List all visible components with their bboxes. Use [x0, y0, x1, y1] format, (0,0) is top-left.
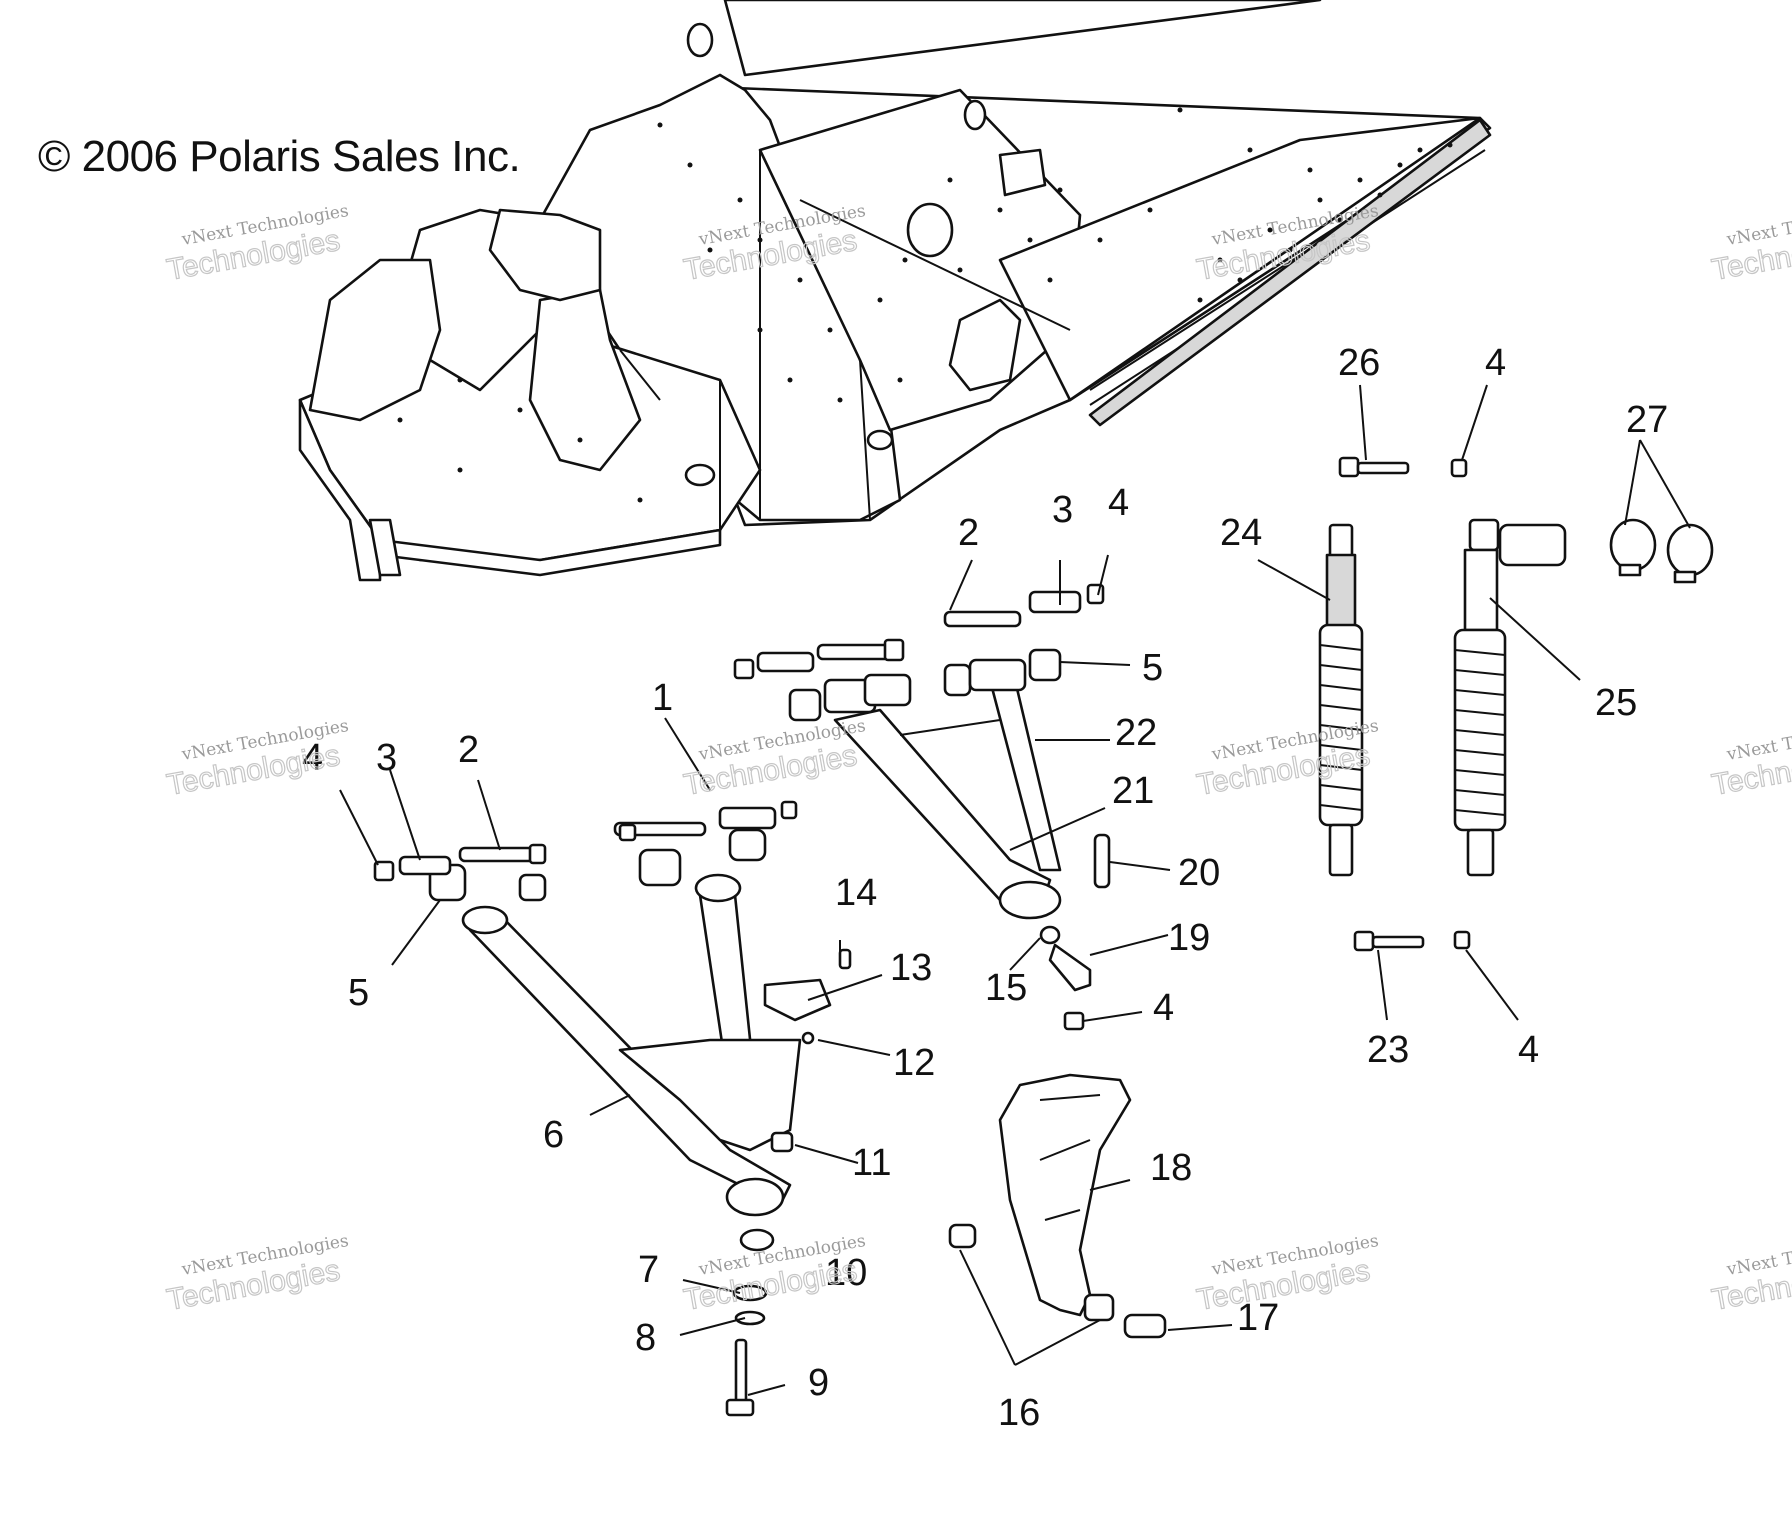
callout-27: 27	[1626, 399, 1668, 441]
callout-4-top-right: 4	[1485, 342, 1506, 384]
callout-6: 6	[543, 1114, 564, 1156]
shock-absorber-25	[1453, 518, 1567, 877]
upper-a-arm-22	[733, 583, 1105, 920]
callout-4-right: 4	[1108, 482, 1129, 524]
callout-4-bottom-right: 4	[1518, 1029, 1539, 1071]
callout-3-right: 3	[1052, 489, 1073, 531]
callout-16: 16	[998, 1392, 1040, 1434]
callout-5-right: 5	[1142, 647, 1163, 689]
bolts-and-nuts	[725, 456, 1471, 1417]
callout-10: 10	[825, 1252, 867, 1294]
callout-11: 11	[852, 1142, 891, 1184]
shock-absorber-24	[1318, 523, 1364, 877]
callout-2-right: 2	[958, 512, 979, 554]
callout-12: 12	[893, 1042, 935, 1084]
callout-2-left: 2	[458, 729, 479, 771]
chassis-frame	[298, 0, 1492, 582]
callout-19: 19	[1168, 917, 1210, 959]
callout-22: 22	[1115, 712, 1157, 754]
callout-4-mid: 4	[1153, 987, 1174, 1029]
hose-clamps-27	[1609, 518, 1714, 584]
lower-a-arm-6	[373, 800, 802, 1217]
copyright-text: © 2006 Polaris Sales Inc.	[38, 132, 521, 181]
callout-13: 13	[890, 947, 932, 989]
callout-numbers: 26 4 27 24 25 2 3 4 5 22 21 20 19 15 4 2…	[302, 342, 1668, 1434]
callout-4-left: 4	[302, 737, 323, 779]
callout-5-left: 5	[348, 972, 369, 1014]
callout-17: 17	[1237, 1297, 1279, 1339]
spindle-18	[948, 1073, 1167, 1339]
callout-26: 26	[1338, 342, 1380, 384]
callout-24: 24	[1220, 512, 1262, 554]
callout-15: 15	[985, 967, 1027, 1009]
callout-23: 23	[1367, 1029, 1409, 1071]
callout-8: 8	[635, 1317, 656, 1359]
callout-7: 7	[638, 1249, 659, 1291]
callout-20: 20	[1178, 852, 1220, 894]
callout-14: 14	[835, 872, 877, 914]
callout-25: 25	[1595, 682, 1637, 724]
callout-21: 21	[1112, 770, 1154, 812]
callout-3-left: 3	[376, 737, 397, 779]
leader-lines	[339, 384, 1691, 1396]
callout-1: 1	[652, 677, 673, 719]
callout-9: 9	[808, 1362, 829, 1404]
callout-18: 18	[1150, 1147, 1192, 1189]
